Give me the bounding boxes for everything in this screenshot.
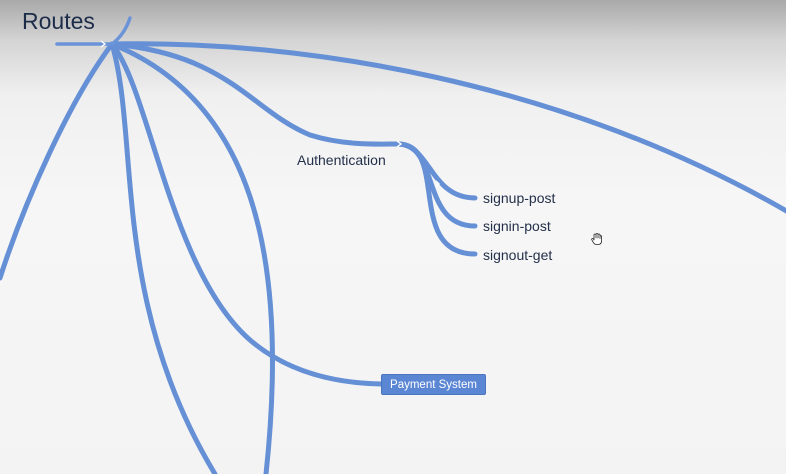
- edge-root-upstream: [110, 16, 132, 46]
- edge-root-to-offscreen-right: [109, 41, 786, 214]
- node-signup-post[interactable]: signup-post: [483, 190, 556, 206]
- edge-root-to-payment-system: [109, 41, 384, 387]
- node-signin-post[interactable]: signin-post: [483, 218, 551, 234]
- node-authentication[interactable]: Authentication: [297, 152, 386, 168]
- edge-authentication-to-signout-get: [395, 141, 478, 257]
- edge-root-to-offscreen-bottom-a: [109, 41, 276, 474]
- chevron-right-icon[interactable]: [396, 140, 403, 148]
- edge-authentication-to-signup-post: [395, 141, 478, 201]
- chevron-right-icon[interactable]: [435, 180, 440, 188]
- edge-root-to-offscreen-left: [0, 41, 115, 281]
- node-payment-system[interactable]: Payment System: [381, 374, 486, 395]
- edge-root-to-offscreen-bottom-b: [109, 41, 218, 474]
- node-signout-get[interactable]: signout-get: [483, 247, 553, 263]
- edge-authentication-to-signin-post: [395, 141, 478, 229]
- edge-root-to-authentication: [109, 41, 401, 147]
- chevron-right-icon[interactable]: [100, 40, 107, 48]
- root-node-routes[interactable]: Routes: [22, 8, 95, 34]
- hand-cursor-icon: [591, 233, 602, 245]
